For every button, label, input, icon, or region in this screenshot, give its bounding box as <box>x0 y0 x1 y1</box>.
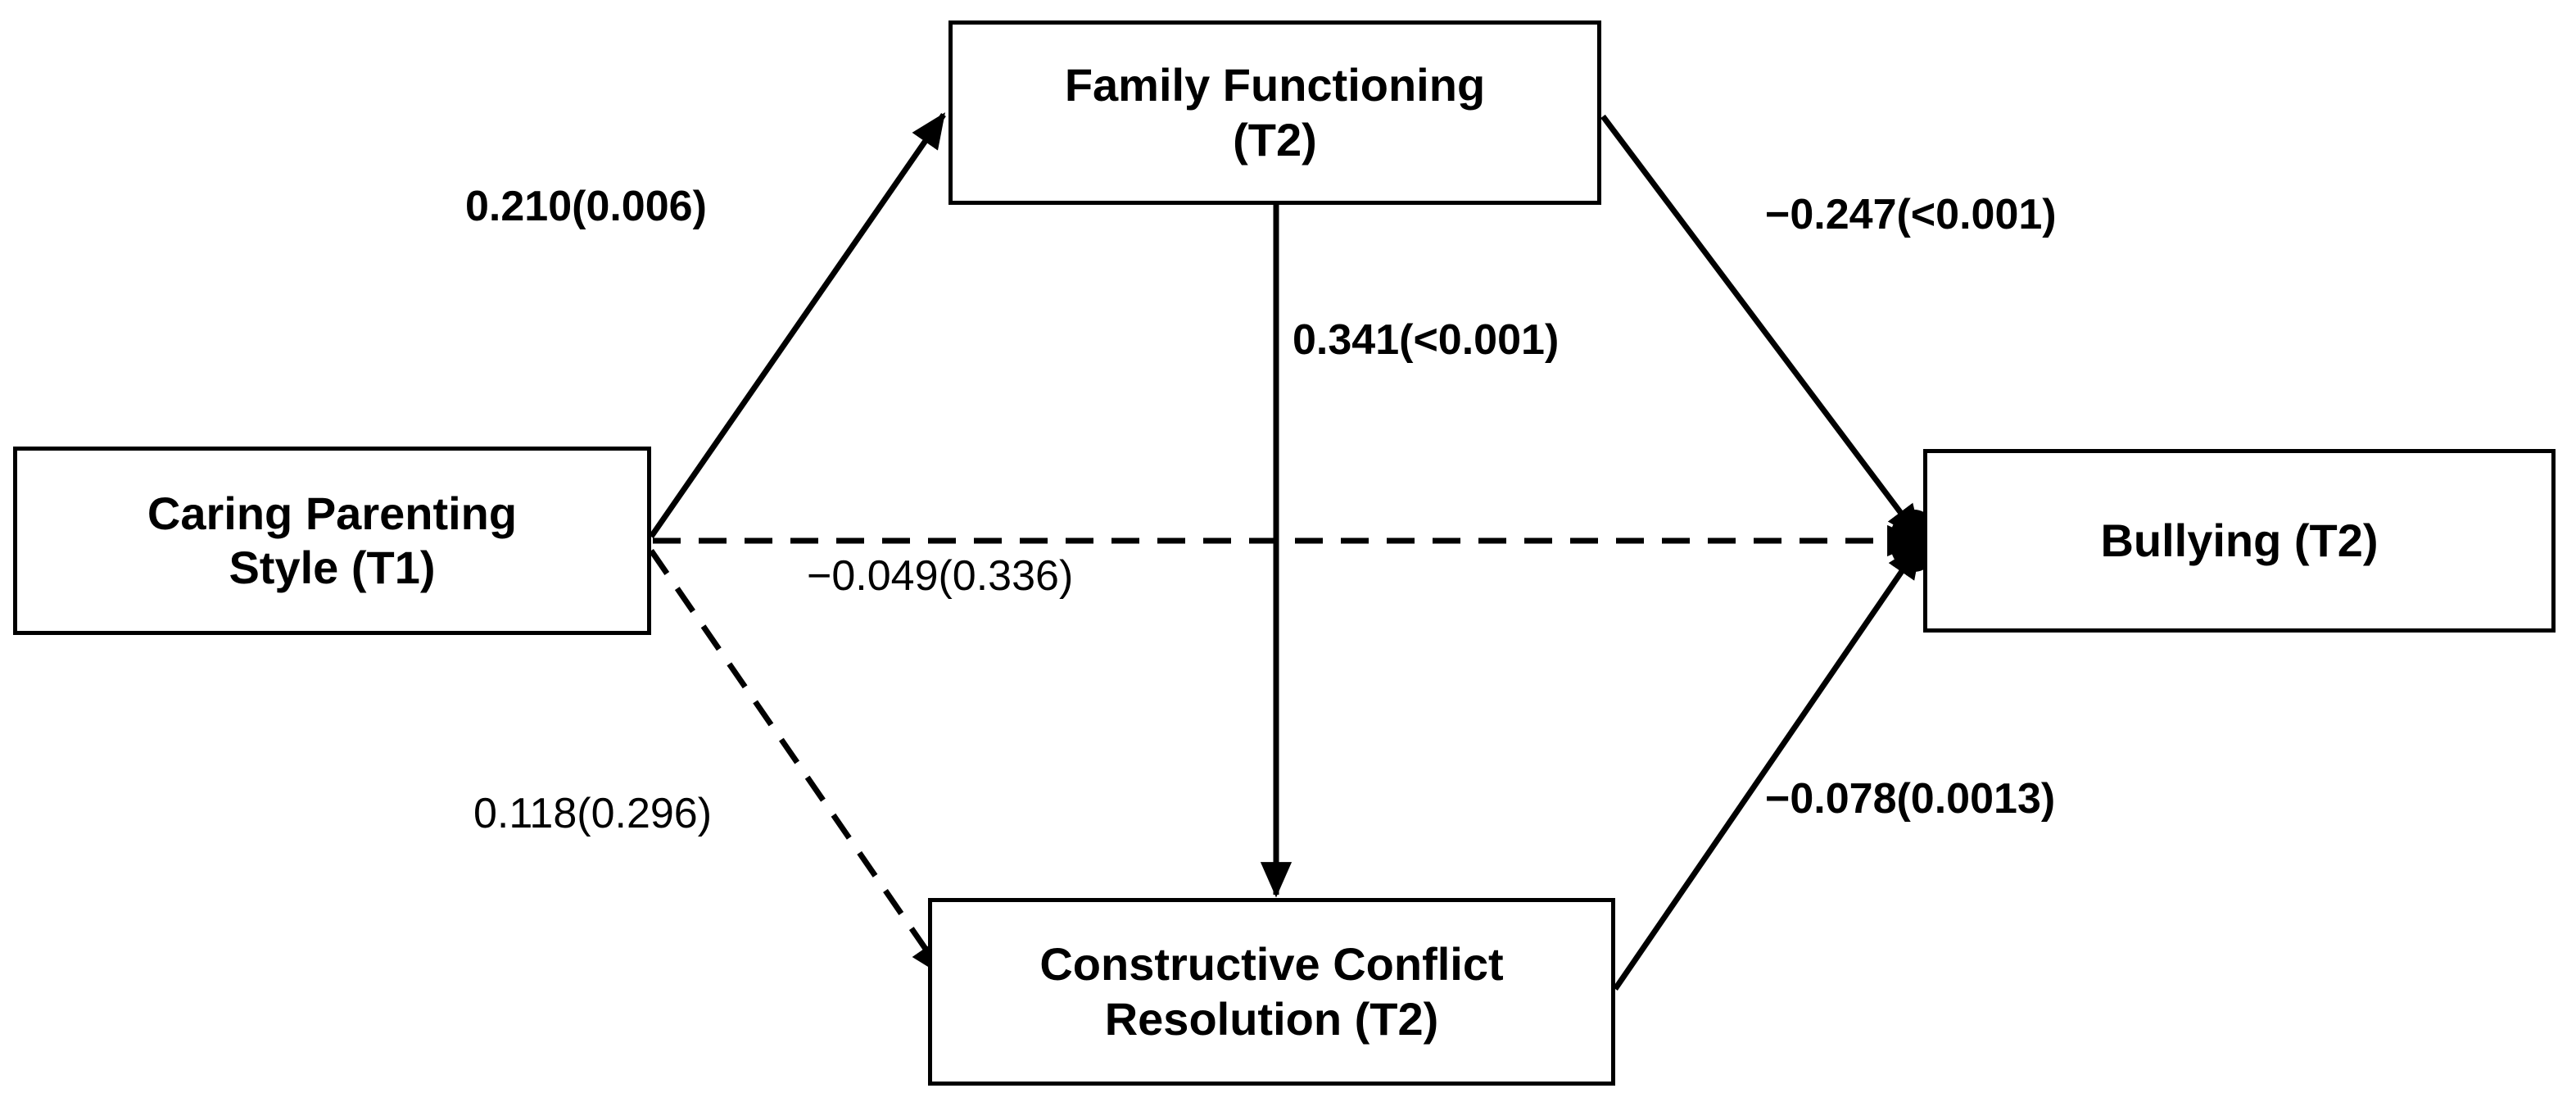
path-label-ff-to-ccr: 0.341(<0.001) <box>1293 316 1560 364</box>
path-label-cp-to-ccr: 0.118(0.296) <box>473 790 713 837</box>
node-caring-parenting-style-label: Caring Parenting Style (T1) <box>147 487 518 593</box>
node-family-functioning[interactable]: Family Functioning (T2) <box>948 20 1601 205</box>
edge-cp-to-ccr <box>649 549 946 977</box>
node-bullying-label: Bullying (T2) <box>2100 514 2379 566</box>
node-constructive-conflict-resolution[interactable]: Constructive Conflict Resolution (T2) <box>928 898 1615 1086</box>
node-family-functioning-label: Family Functioning (T2) <box>1064 59 1486 166</box>
path-label-cp-to-bullying: −0.049(0.336) <box>807 552 1074 600</box>
path-label-ccr-to-bullying: −0.078(0.0013) <box>1765 775 2056 823</box>
node-bullying[interactable]: Bullying (T2) <box>1923 449 2556 633</box>
path-label-ff-to-bullying: −0.247(<0.001) <box>1765 191 2057 238</box>
node-constructive-conflict-resolution-label: Constructive Conflict Resolution (T2) <box>1039 938 1504 1045</box>
edge-cp-to-ff <box>649 112 946 538</box>
node-caring-parenting-style[interactable]: Caring Parenting Style (T1) <box>13 447 651 635</box>
path-label-cp-to-ff: 0.210(0.006) <box>465 183 707 230</box>
edge-ccr-to-bullying <box>1613 542 1922 991</box>
edge-ff-to-bullying <box>1600 114 1922 541</box>
